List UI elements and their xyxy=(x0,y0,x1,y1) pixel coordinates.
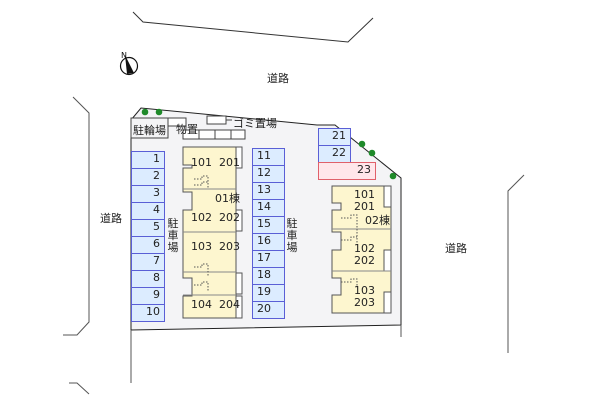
parking-slot: 16 xyxy=(252,233,285,251)
building-02-shape xyxy=(331,185,392,314)
parking-slot: 1 xyxy=(131,151,165,169)
road-edge-top xyxy=(132,11,374,43)
road-edge-left-bottom xyxy=(69,382,90,395)
unit-label: 102 202 xyxy=(191,211,240,224)
unit-label: 104 204 xyxy=(191,298,240,311)
parking-slot: 15 xyxy=(252,216,285,234)
bicycle-parking-label: 駐輪場 xyxy=(133,124,166,137)
parking-slot: 3 xyxy=(131,185,165,203)
north-arrow-icon: N xyxy=(119,51,139,76)
tree-icons xyxy=(141,108,397,180)
bicycle-parking-area xyxy=(130,117,169,139)
parking-slot: 12 xyxy=(252,165,285,183)
unit-label: 101 201 xyxy=(191,156,240,169)
parking-slot: 6 xyxy=(131,236,165,254)
parking-slot: 13 xyxy=(252,182,285,200)
road-label-top: 道路 xyxy=(267,72,289,85)
parking-slot: 5 xyxy=(131,219,165,237)
road-label-left: 道路 xyxy=(100,212,122,225)
unit-label: 103 203 xyxy=(191,240,240,253)
building-01-label: 01棟 xyxy=(215,192,240,205)
garbage-label: ゴミ置場 xyxy=(233,117,277,130)
parking-slot: 7 xyxy=(131,253,165,271)
garbage-area xyxy=(206,115,227,125)
road-edge-right xyxy=(507,174,525,353)
parking-slot: 17 xyxy=(252,250,285,268)
building-01-shape xyxy=(182,146,243,319)
storage-units xyxy=(182,129,246,140)
parking-slot-23-reserved: 23 xyxy=(318,162,376,180)
storage-label: 物置 xyxy=(176,123,198,136)
parking-slot: 14 xyxy=(252,199,285,217)
parking-slot: 9 xyxy=(131,287,165,305)
road-edge-left xyxy=(63,96,90,336)
svg-text:N: N xyxy=(121,51,127,60)
parking-slot: 20 xyxy=(252,301,285,319)
parking-slot-21: 21 xyxy=(318,128,351,146)
parking-slot: 8 xyxy=(131,270,165,288)
road-label-right: 道路 xyxy=(445,242,467,255)
parking-slot: 2 xyxy=(131,168,165,186)
parking-label-left: 駐車場 xyxy=(167,217,179,254)
parking-slot: 4 xyxy=(131,202,165,220)
building-02-label: 02棟 xyxy=(365,214,390,227)
parking-slot-22: 22 xyxy=(318,145,351,163)
parking-slot: 18 xyxy=(252,267,285,285)
parking-slot: 10 xyxy=(131,304,165,322)
parking-slot: 19 xyxy=(252,284,285,302)
parking-slot: 11 xyxy=(252,148,285,166)
parking-label-right: 駐車場 xyxy=(286,217,298,254)
